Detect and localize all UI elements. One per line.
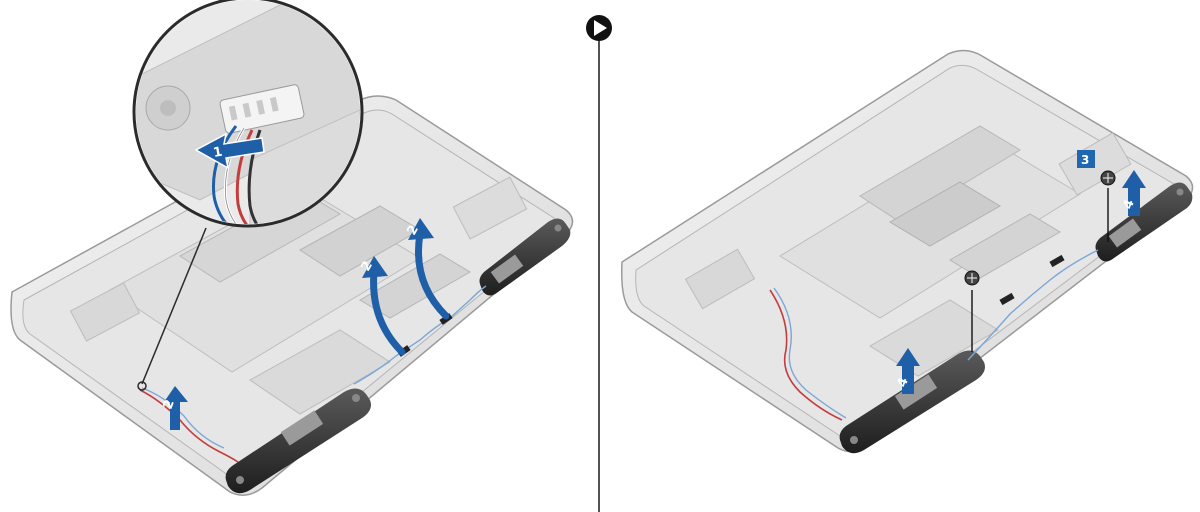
zoom-leader-line: [141, 227, 207, 385]
callout-3: 3: [1077, 150, 1095, 168]
screw-top-right: [1100, 170, 1116, 242]
speaker-cable-right: [769, 289, 843, 421]
speaker-right-left-panel: [479, 218, 571, 296]
arrow-lift-left: [164, 386, 188, 430]
left-panel: 2 2 2: [10, 0, 574, 496]
svg-text:3: 3: [1081, 153, 1089, 167]
speaker-top-right: [1095, 182, 1193, 262]
speaker-bottom-left: [225, 388, 371, 494]
arrow-route-2: [408, 218, 450, 320]
arrow-route-1: [362, 256, 406, 356]
laptop-base-left: [10, 95, 574, 496]
screw-center: [964, 270, 980, 352]
arrow-lift-right-bottom: 4: [895, 348, 920, 394]
speaker-bottom-right: [839, 350, 985, 454]
speaker-cable-left: [139, 389, 239, 463]
right-panel: 3 4 4: [620, 49, 1194, 454]
play-arrow-icon: [586, 15, 612, 41]
arrow-lift-right-top: 4: [1121, 170, 1146, 216]
svg-text:1: 1: [212, 145, 224, 161]
